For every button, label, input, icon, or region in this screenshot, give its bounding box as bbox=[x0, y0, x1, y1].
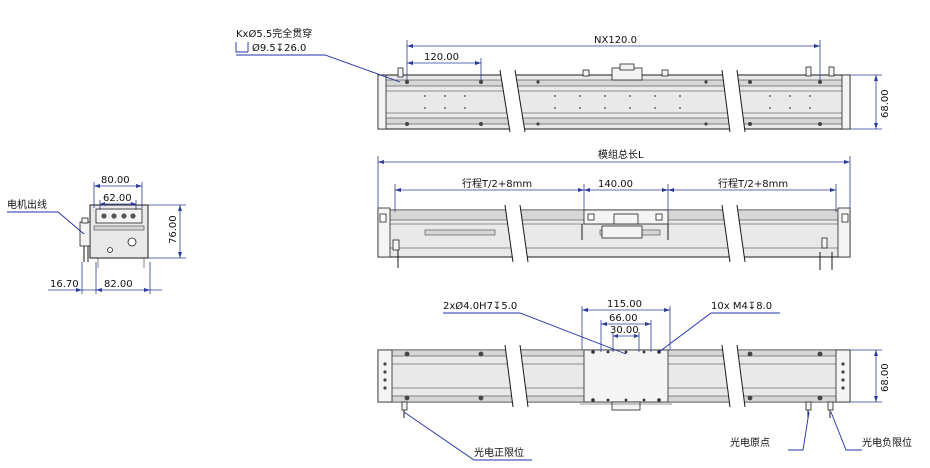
dim-bottom-66: 66.00 bbox=[609, 313, 638, 324]
top-view: NX120.0 120.00 68.00 KxØ5.5完全贯穿 Ø9.5↧26.… bbox=[235, 27, 891, 133]
hole-spec-line1: KxØ5.5完全贯穿 bbox=[236, 27, 312, 40]
label-sensor-origin: 光电原点 bbox=[730, 436, 770, 449]
label-sensor-positive-limit: 光电正限位 bbox=[474, 446, 524, 459]
front-view: 模组总长L 行程T/2+8mm 140.00 行程T/2+8mm bbox=[377, 148, 851, 270]
dim-carriage-length: 140.00 bbox=[598, 179, 633, 190]
dim-end-width-inner: 62.00 bbox=[103, 193, 132, 204]
dim-top-pitch: 120.00 bbox=[424, 52, 459, 63]
dim-end-width-outer: 80.00 bbox=[101, 175, 130, 186]
dim-top-width: 68.00 bbox=[880, 89, 891, 118]
dim-module-length: 模组总长L bbox=[598, 148, 644, 161]
dim-end-base-width: 82.00 bbox=[104, 279, 133, 290]
label-sensor-negative-limit: 光电负限位 bbox=[862, 436, 912, 449]
end-view: 80.00 62.00 76.00 16.70 82.00 电机出线 bbox=[7, 175, 186, 294]
label-thread-holes: 10x M4↧8.0 bbox=[711, 301, 772, 312]
dim-bottom-30: 30.00 bbox=[610, 325, 639, 336]
label-motor-cable: 电机出线 bbox=[7, 198, 47, 211]
dim-travel-left: 行程T/2+8mm bbox=[462, 177, 532, 190]
dim-bottom-115: 115.00 bbox=[607, 299, 642, 310]
dim-end-height: 76.00 bbox=[168, 215, 179, 244]
label-pin-holes: 2xØ4.0H7↧5.0 bbox=[443, 300, 517, 312]
dim-travel-right: 行程T/2+8mm bbox=[718, 177, 788, 190]
bottom-view: 115.00 66.00 30.00 68.00 2xØ4.0H7↧5.0 10… bbox=[377, 299, 912, 461]
dim-top-total-pitch: NX120.0 bbox=[594, 35, 637, 46]
dim-end-offset: 16.70 bbox=[50, 279, 79, 290]
dim-bottom-width: 68.00 bbox=[880, 363, 891, 392]
hole-spec-line2: Ø9.5↧26.0 bbox=[252, 42, 306, 54]
